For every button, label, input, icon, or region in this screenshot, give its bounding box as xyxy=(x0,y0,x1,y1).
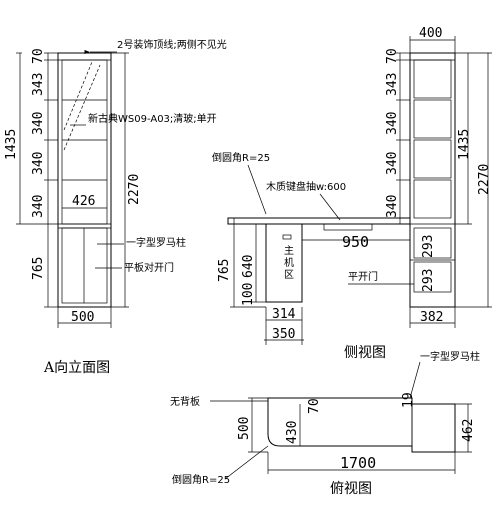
top-view: 500 430 70 19 462 1700 无背板 一字型罗马柱 倒圆角R=2… xyxy=(170,350,480,497)
note-flat-door: 平板对开门 xyxy=(124,261,174,274)
dim-70: 70 xyxy=(385,48,400,64)
dim-70: 70 xyxy=(31,48,46,64)
dim-382: 382 xyxy=(420,310,443,325)
host-label-1: 主 xyxy=(284,245,294,257)
dim-19: 19 xyxy=(401,392,416,408)
front-view-title: A向立面图 xyxy=(43,360,110,376)
dim-340: 340 xyxy=(31,195,46,218)
note-keyboard-tray: 木质键盘抽w:600 xyxy=(266,180,346,193)
dim-293: 293 xyxy=(421,269,436,292)
note-swing-door: 平开门 xyxy=(348,270,378,283)
note-glass-door: 新古典WS09-A03;清玻;单开 xyxy=(88,112,217,125)
keyboard-tray xyxy=(323,223,373,231)
top-view-title: 俯视图 xyxy=(330,481,372,497)
front-lower-doors xyxy=(61,227,108,304)
dim-343: 343 xyxy=(31,73,46,96)
desk-top xyxy=(227,217,411,225)
host-label-2: 机 xyxy=(284,256,294,269)
side-view-title: 侧视图 xyxy=(344,345,386,361)
dim-640: 640 xyxy=(241,255,256,278)
dim-462: 462 xyxy=(461,419,476,442)
dim-314: 314 xyxy=(272,307,296,322)
dim-765: 765 xyxy=(31,257,46,280)
dim-293: 293 xyxy=(421,235,436,258)
dim-500: 500 xyxy=(237,417,252,440)
side-view: 主 机 区 400 70 343 340 340 340 1435 2270 9… xyxy=(212,26,492,361)
dim-340: 340 xyxy=(385,152,400,175)
note-top-molding: 2号装饰顶线;两侧不见光 xyxy=(117,38,227,51)
note-round-corner: 倒圆角R=25 xyxy=(172,474,230,486)
dim-340: 340 xyxy=(31,152,46,175)
dim-426: 426 xyxy=(72,194,95,209)
dim-1700: 1700 xyxy=(340,454,376,472)
dim-765: 765 xyxy=(217,259,232,282)
dim-343: 343 xyxy=(385,73,400,96)
dim-100: 100 xyxy=(241,283,256,306)
front-view: 70 343 340 340 340 765 1435 2270 426 500… xyxy=(4,38,227,376)
host-label-3: 区 xyxy=(284,269,294,281)
note-no-backboard: 无背板 xyxy=(170,395,200,408)
dim-400: 400 xyxy=(419,26,442,41)
dim-70: 70 xyxy=(307,398,322,414)
dim-500: 500 xyxy=(71,310,94,325)
dim-340: 340 xyxy=(31,112,46,135)
dim-1435: 1435 xyxy=(457,129,472,160)
dim-430: 430 xyxy=(285,421,300,444)
dim-350: 350 xyxy=(272,327,295,342)
dim-1435: 1435 xyxy=(4,129,19,160)
dim-950: 950 xyxy=(342,233,369,251)
dim-340: 340 xyxy=(385,112,400,135)
dim-2270: 2270 xyxy=(127,174,142,205)
dim-340: 340 xyxy=(385,195,400,218)
note-roman-column: 一字型罗马柱 xyxy=(126,236,186,249)
dim-2270: 2270 xyxy=(477,164,492,195)
note-round-corner: 倒圆角R=25 xyxy=(212,152,270,164)
note-roman-column: 一字型罗马柱 xyxy=(420,350,480,363)
